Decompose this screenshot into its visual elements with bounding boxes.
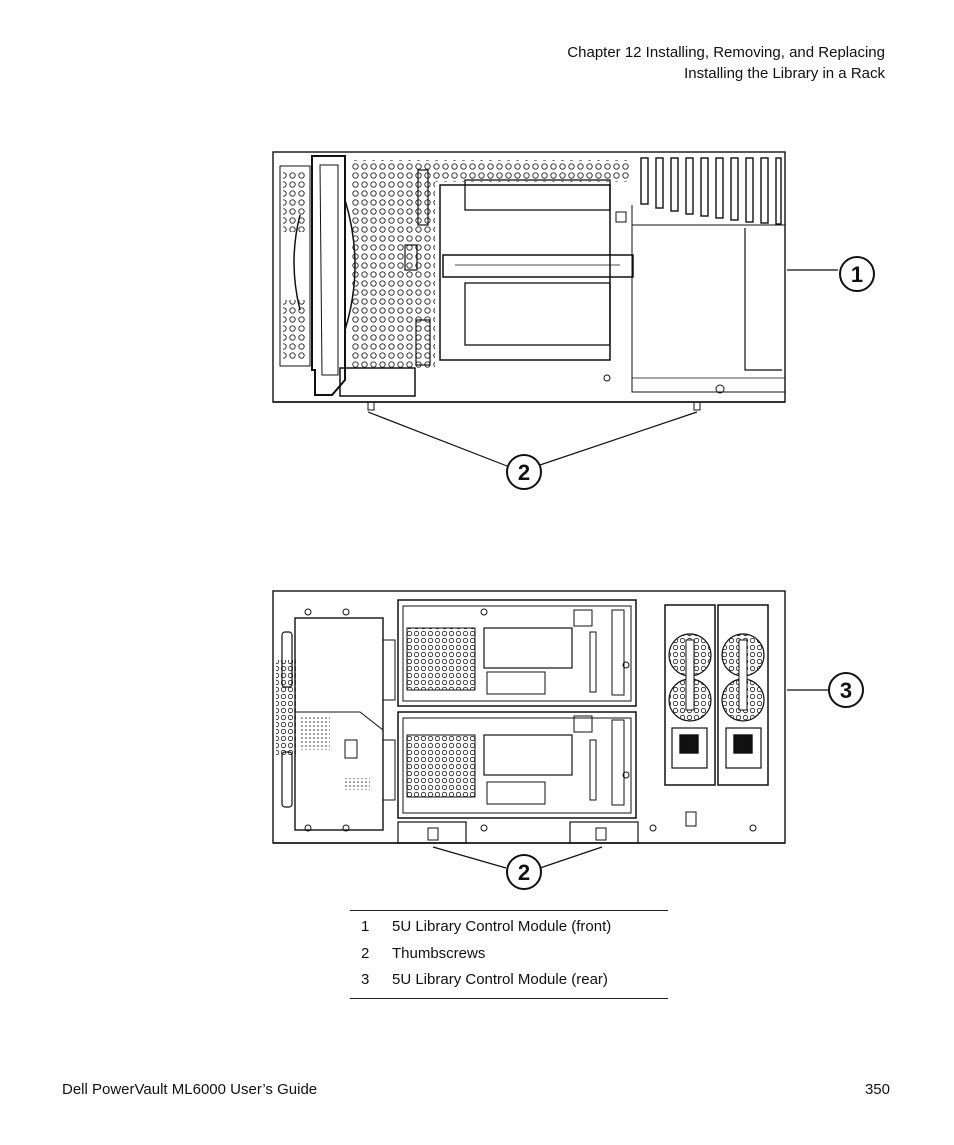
legend-number: 3 xyxy=(361,971,370,988)
front-module-illustration: 1 2 xyxy=(272,151,875,490)
figure-legend: 1 5U Library Control Module (front) 2 Th… xyxy=(350,910,668,999)
page-footer: Dell PowerVault ML6000 User’s Guide 350 xyxy=(62,1081,890,1098)
callout-1: 1 xyxy=(839,256,875,292)
callout-2-rear: 2 xyxy=(506,854,542,890)
legend-description: 5U Library Control Module (front) xyxy=(392,918,612,935)
legend-description: 5U Library Control Module (rear) xyxy=(392,971,608,988)
callout-2-rear-label: 2 xyxy=(518,860,530,885)
callout-2-front-label: 2 xyxy=(518,460,530,485)
legend-row: 3 5U Library Control Module (rear) xyxy=(350,967,668,994)
legend-number: 2 xyxy=(361,944,370,962)
chapter-title: Chapter 12 Installing, Removing, and Rep… xyxy=(567,44,885,61)
section-title: Installing the Library in a Rack xyxy=(684,65,885,82)
callout-2-front: 2 xyxy=(506,454,542,490)
legend-number: 1 xyxy=(361,918,370,935)
legend-description: Thumbscrews xyxy=(392,944,486,962)
legend-row: 2 Thumbscrews xyxy=(350,941,668,968)
page-number: 350 xyxy=(864,1081,890,1098)
guide-title: Dell PowerVault ML6000 User’s Guide xyxy=(62,1081,318,1098)
page-header: Chapter 12 Installing, Removing, and Rep… xyxy=(567,42,885,84)
callout-3: 3 xyxy=(828,672,864,708)
callout-3-label: 3 xyxy=(840,678,852,703)
legend-row: 1 5U Library Control Module (front) xyxy=(350,914,668,941)
callout-1-label: 1 xyxy=(851,262,863,287)
